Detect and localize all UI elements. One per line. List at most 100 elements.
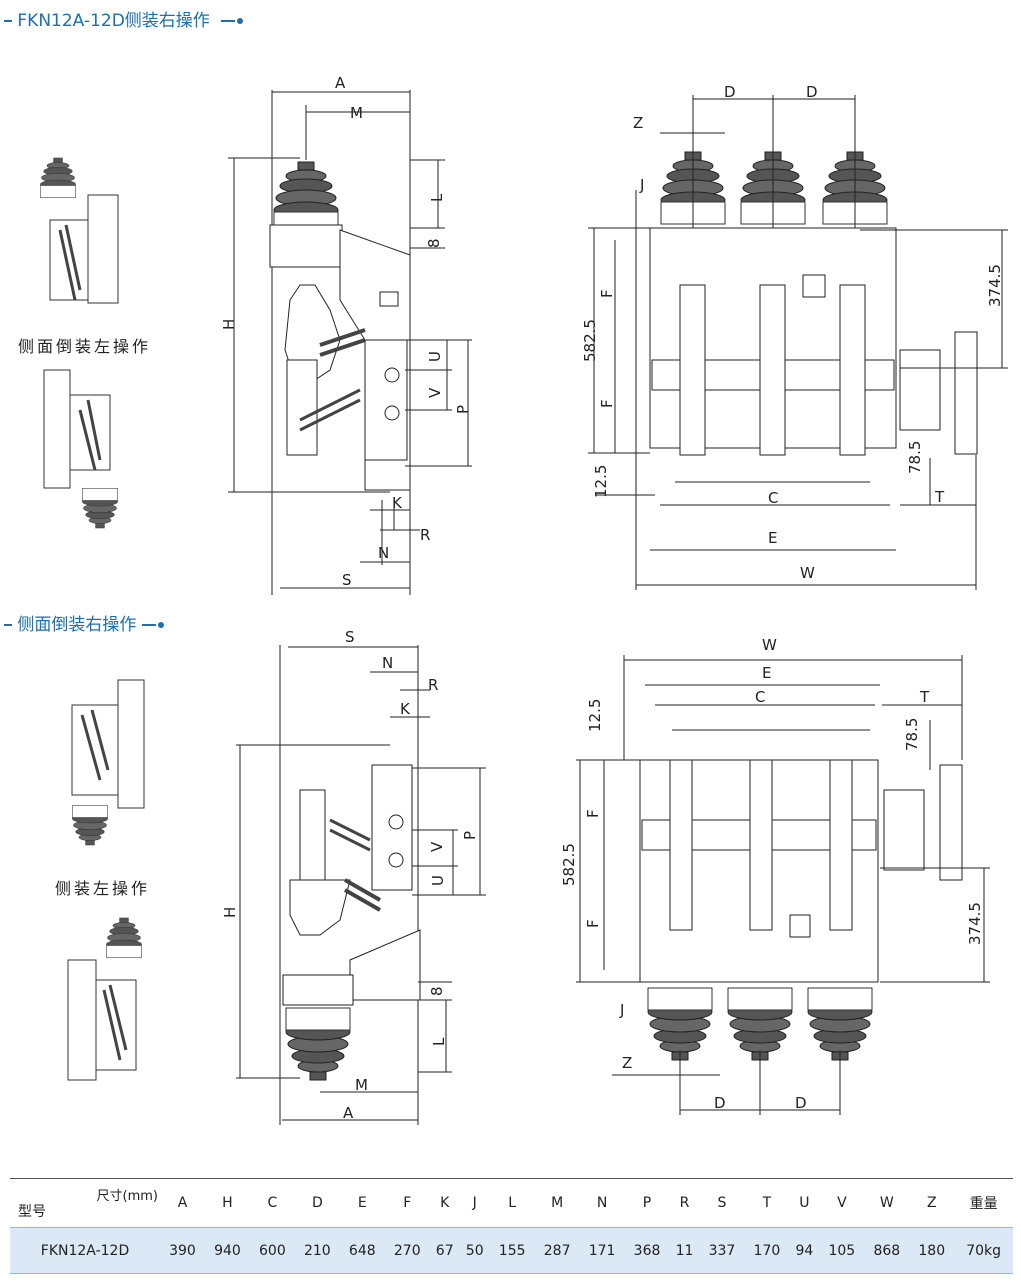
header-cell: H: [204, 1178, 250, 1228]
svg-text:L: L: [428, 193, 446, 202]
svg-text:T: T: [934, 488, 945, 506]
svg-text:S: S: [342, 571, 352, 589]
svg-text:J: J: [619, 1001, 624, 1019]
thumb-4: [67, 917, 142, 1081]
svg-text:R: R: [420, 526, 430, 544]
top-front-view: [588, 95, 1008, 590]
svg-text:W: W: [800, 564, 815, 582]
header-cell: T: [744, 1178, 790, 1228]
value-cell: 600: [249, 1227, 295, 1274]
bottom-side-view: [236, 645, 486, 1125]
bottom-front-labels: W E C T 12.5 78.5 F F 582.5 374.5 J Z D …: [560, 636, 984, 1112]
value-cell: 105: [819, 1227, 865, 1274]
svg-text:V: V: [426, 387, 444, 398]
svg-text:M: M: [355, 1076, 368, 1094]
value-cell: 50: [459, 1227, 490, 1274]
value-cell: 94: [789, 1227, 820, 1274]
svg-text:Z: Z: [633, 114, 643, 132]
svg-text:L: L: [430, 1037, 448, 1046]
svg-text:374.5: 374.5: [966, 902, 984, 945]
bottom-side-labels: S N R K P V U H 8 L M A: [221, 628, 479, 1122]
drawing-canvas: A M L 8 H U V P K R N S: [40, 74, 1008, 1125]
svg-text:W: W: [762, 636, 777, 654]
caption-side-left: 侧装左操作: [55, 879, 151, 898]
svg-text:M: M: [350, 104, 363, 122]
header-cell: P: [624, 1178, 670, 1228]
svg-text:E: E: [762, 664, 771, 682]
svg-text:P: P: [461, 831, 479, 840]
svg-text:J: J: [639, 176, 644, 194]
svg-text:12.5: 12.5: [592, 465, 610, 498]
svg-text:H: H: [220, 319, 238, 330]
header-cell: V: [819, 1178, 865, 1228]
svg-text:N: N: [378, 544, 389, 562]
header-cell: Z: [909, 1178, 955, 1228]
svg-text:U: U: [429, 875, 447, 886]
header-cell: R: [669, 1178, 700, 1228]
value-cell: 270: [384, 1227, 430, 1274]
value-cell: 368: [624, 1227, 670, 1274]
svg-text:S: S: [345, 628, 355, 646]
value-cell: 170: [744, 1227, 790, 1274]
svg-text:D: D: [795, 1094, 807, 1112]
header-cell: M: [534, 1178, 580, 1228]
header-cell: W: [864, 1178, 910, 1228]
thumb-2: [43, 369, 118, 529]
svg-text:F: F: [598, 399, 616, 408]
top-side-view: [228, 90, 472, 595]
svg-text:H: H: [221, 907, 239, 918]
svg-text:E: E: [768, 529, 777, 547]
svg-text:8: 8: [425, 238, 443, 248]
header-cell: J: [459, 1178, 490, 1228]
svg-text:K: K: [392, 494, 403, 512]
header-cell: E: [339, 1178, 385, 1228]
section-title-1: FKN12A-12D侧装右操作: [4, 6, 243, 31]
svg-text:A: A: [343, 1104, 354, 1122]
value-cell: 337: [699, 1227, 745, 1274]
corner-dim-label: 尺寸(mm): [96, 1189, 158, 1204]
top-side-labels: A M L 8 H U V P K R N S: [220, 74, 472, 589]
spec-table: 尺寸(mm) 型号 A H C D E F K J L M N P R S T …: [10, 1178, 1013, 1274]
model-cell: FKN12A-12D: [10, 1227, 160, 1274]
section-title-2: 侧面倒装右操作: [4, 610, 164, 635]
header-cell: F: [384, 1178, 430, 1228]
header-cell: L: [489, 1178, 535, 1228]
thumb-3: [71, 679, 145, 846]
svg-text:F: F: [584, 919, 602, 928]
svg-text:N: N: [382, 654, 393, 672]
svg-text:582.5: 582.5: [560, 843, 578, 886]
value-cell: 11: [669, 1227, 700, 1274]
svg-text:582.5: 582.5: [581, 319, 599, 362]
header-cell: C: [249, 1178, 295, 1228]
caption-upside-left: 侧面倒装左操作: [18, 337, 152, 356]
value-cell: 868: [864, 1227, 910, 1274]
svg-text:R: R: [428, 676, 438, 694]
svg-text:8: 8: [428, 986, 446, 996]
value-cell: 940: [204, 1227, 250, 1274]
value-cell: 287: [534, 1227, 580, 1274]
corner-model-label: 型号: [18, 1204, 46, 1220]
header-cell: 重量: [954, 1178, 1013, 1228]
svg-text:V: V: [428, 841, 446, 852]
table-row: FKN12A-12D 390 940 600 210 648 270 67 50…: [10, 1227, 1013, 1274]
svg-text:D: D: [806, 83, 818, 101]
svg-text:78.5: 78.5: [903, 718, 921, 751]
svg-text:T: T: [919, 688, 930, 706]
table-header-row: 尺寸(mm) 型号 A H C D E F K J L M N P R S T …: [10, 1178, 1013, 1228]
value-cell: 70kg: [954, 1227, 1013, 1274]
value-cell: 155: [489, 1227, 535, 1274]
header-cell: S: [699, 1178, 745, 1228]
value-cell: 210: [294, 1227, 340, 1274]
svg-text:78.5: 78.5: [906, 441, 924, 474]
svg-text:K: K: [400, 700, 411, 718]
value-cell: 390: [160, 1227, 205, 1274]
value-cell: 180: [909, 1227, 955, 1274]
header-cell: D: [294, 1178, 340, 1228]
svg-text:374.5: 374.5: [986, 264, 1004, 307]
top-front-labels: D D Z J F F 582.5 374.5 12.5 78.5 C E W …: [581, 83, 1004, 582]
svg-text:D: D: [724, 83, 736, 101]
bottom-front-view: [576, 655, 990, 1115]
value-cell: 67: [429, 1227, 460, 1274]
header-cell: N: [579, 1178, 625, 1228]
svg-text:F: F: [584, 809, 602, 818]
